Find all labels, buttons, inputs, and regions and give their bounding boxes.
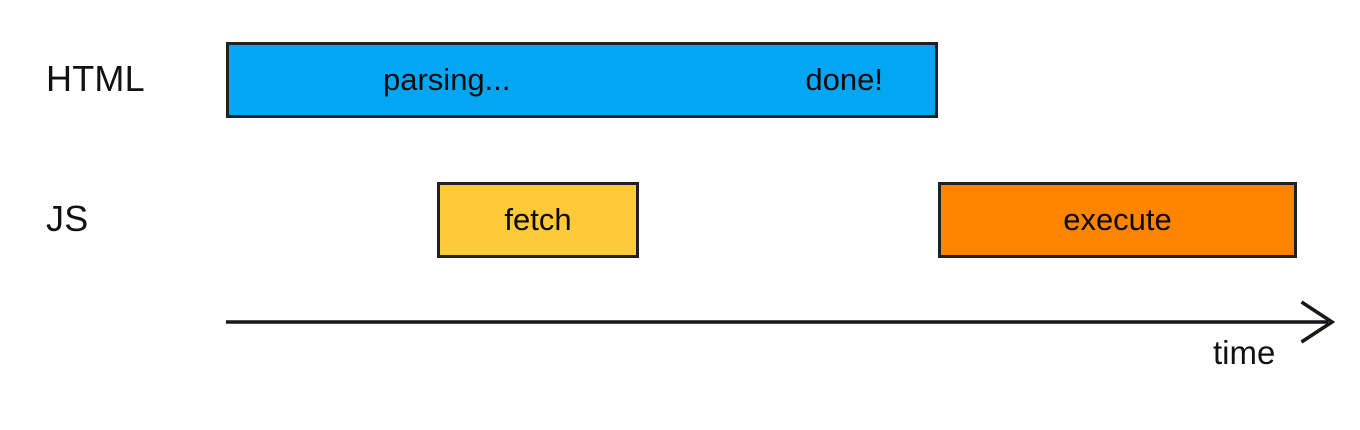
bar-html-done-label: done!	[805, 61, 883, 97]
time-axis-label: time	[1213, 334, 1276, 371]
bar-html-parsing: parsing... done!	[226, 42, 938, 118]
bar-js-execute-label: execute	[1063, 201, 1172, 237]
time-axis-arrow-icon	[226, 300, 1336, 344]
bar-js-fetch: fetch	[437, 182, 639, 258]
bar-html-parsing-label: parsing...	[383, 61, 511, 97]
row-label-js: JS	[46, 198, 89, 239]
bar-js-execute: execute	[938, 182, 1297, 258]
time-axis	[220, 296, 1345, 356]
row-label-html: HTML	[46, 58, 145, 99]
bar-js-fetch-label: fetch	[504, 201, 572, 237]
